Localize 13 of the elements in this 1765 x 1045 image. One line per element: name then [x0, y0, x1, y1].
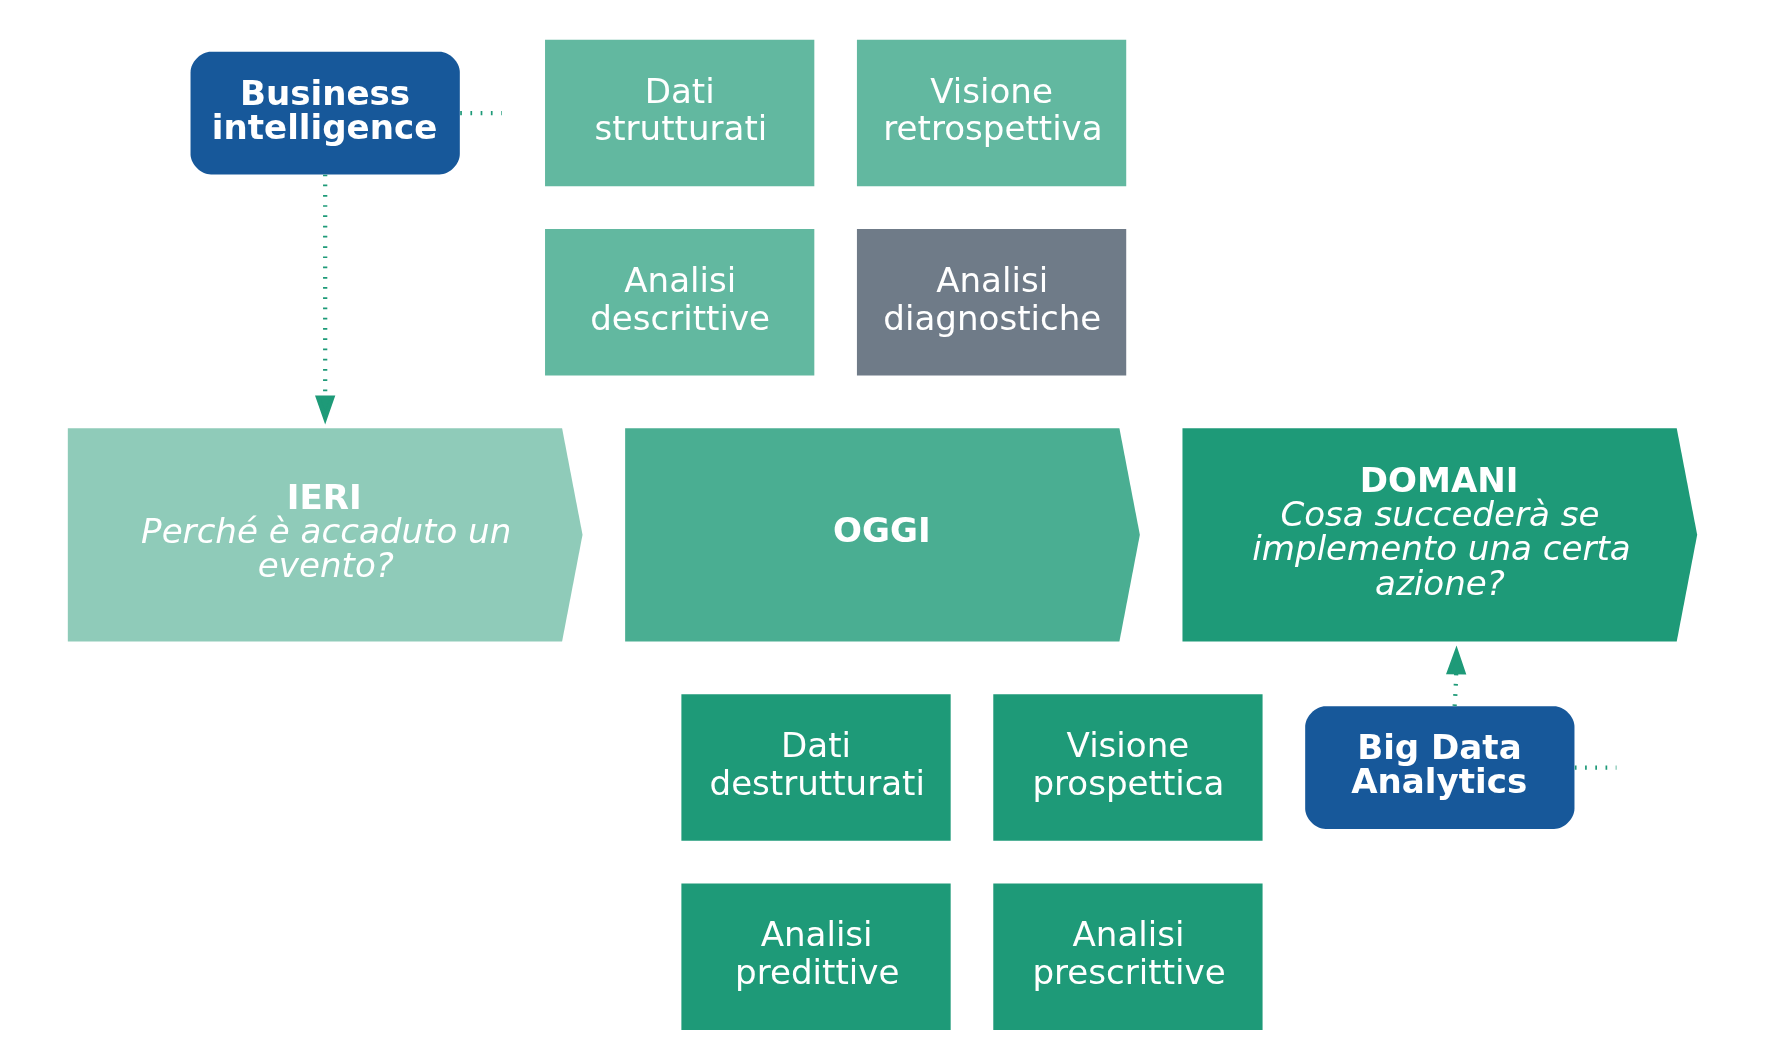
- node-box: Analisi diagnostiche: [856, 228, 1127, 376]
- node-box: Analisi predittive: [681, 883, 951, 1030]
- node-box: Dati destrutturati: [681, 694, 951, 841]
- node-box: Visione retrospettiva: [856, 39, 1127, 187]
- node-box: Visione prospettica: [993, 694, 1263, 841]
- node-box: Dati strutturati: [545, 39, 815, 187]
- arrow: [1446, 645, 1467, 707]
- node-box: Analisi descrittive: [545, 228, 815, 376]
- connector: [460, 110, 502, 116]
- node-box: Business intelligence: [190, 51, 460, 175]
- node-box: Big Data Analytics: [1305, 706, 1575, 829]
- arrow: [315, 174, 336, 425]
- node-box: Analisi prescrittive: [993, 883, 1263, 1030]
